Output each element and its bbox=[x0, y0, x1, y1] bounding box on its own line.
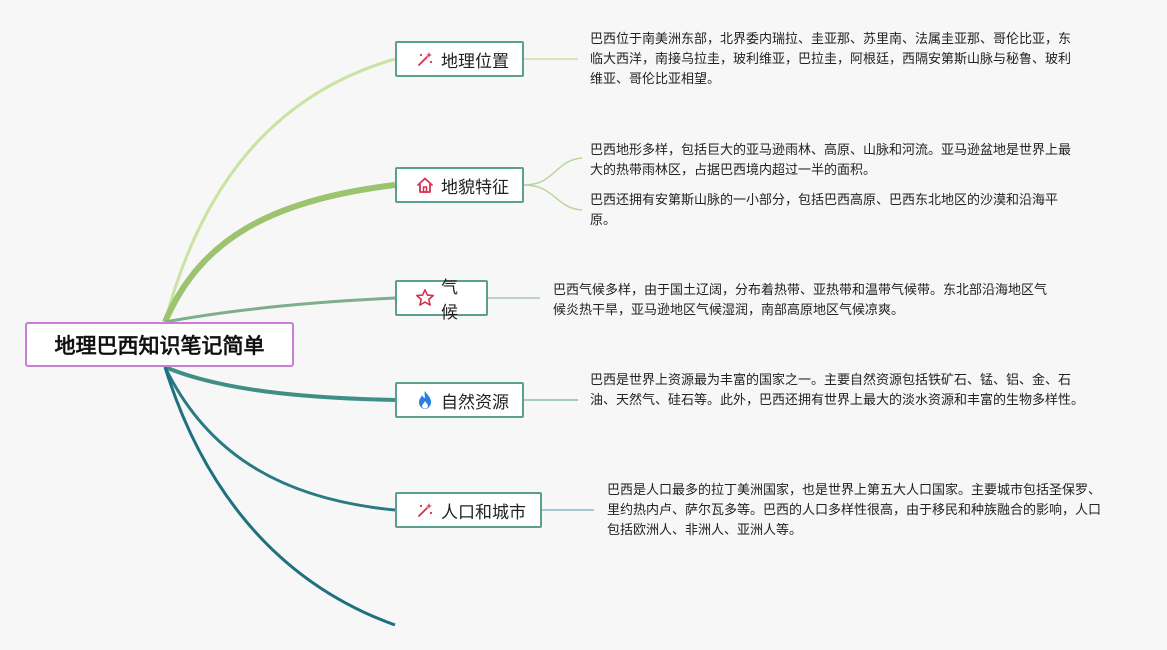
topic-location[interactable]: 地理位置 bbox=[395, 41, 524, 77]
topic-climate-label: 气候 bbox=[441, 278, 458, 323]
topic-resources[interactable]: 自然资源 bbox=[395, 382, 524, 418]
branch-empty bbox=[163, 366, 396, 627]
note-terrain-2: 巴西还拥有安第斯山脉的一小部分，包括巴西高原、巴西东北地区的沙漠和沿海平原。 bbox=[590, 193, 1059, 228]
branch-terrain bbox=[162, 182, 396, 324]
root-topic[interactable]: 地理巴西知识笔记简单 bbox=[25, 322, 294, 367]
note-terrain-1: 巴西地形多样，包括巨大的亚马逊雨林、高原、山脉和河流。亚马逊盆地是世界上最大的热… bbox=[590, 143, 1072, 178]
sparkle-icon bbox=[415, 500, 435, 520]
connector-terrain-note-2 bbox=[523, 184, 583, 211]
root-title: 地理巴西知识笔记简单 bbox=[54, 333, 265, 358]
topic-location-label: 地理位置 bbox=[441, 51, 509, 72]
branch-resources bbox=[164, 365, 396, 402]
note-climate: 巴西气候多样，由于国土辽阔，分布着热带、亚热带和温带气候带。东北部沿海地区气候炎… bbox=[553, 283, 1048, 318]
branch-climate bbox=[164, 296, 396, 324]
topic-terrain-label: 地貌特征 bbox=[441, 177, 509, 198]
branch-population bbox=[163, 366, 396, 512]
note-population: 巴西是人口最多的拉丁美洲国家，也是世界上第五大人口国家。主要城市包括圣保罗、里约… bbox=[607, 483, 1102, 538]
topic-climate[interactable]: 气候 bbox=[395, 278, 488, 323]
star-icon bbox=[415, 288, 435, 308]
sparkle-icon bbox=[415, 49, 435, 69]
topic-population[interactable]: 人口和城市 bbox=[395, 492, 542, 528]
topic-population-label: 人口和城市 bbox=[441, 502, 526, 523]
note-location: 巴西位于南美洲东部，北界委内瑞拉、圭亚那、苏里南、法属圭亚那、哥伦比亚，东临大西… bbox=[590, 32, 1072, 87]
topic-terrain[interactable]: 地貌特征 bbox=[395, 167, 524, 203]
connector-terrain-note-1 bbox=[523, 157, 583, 186]
branch-location bbox=[163, 57, 396, 323]
home-icon bbox=[415, 175, 435, 195]
note-resources: 巴西是世界上资源最为丰富的国家之一。主要自然资源包括铁矿石、锰、铝、金、石油、天… bbox=[590, 373, 1085, 408]
flame-icon bbox=[415, 390, 435, 410]
topic-resources-label: 自然资源 bbox=[441, 392, 509, 413]
